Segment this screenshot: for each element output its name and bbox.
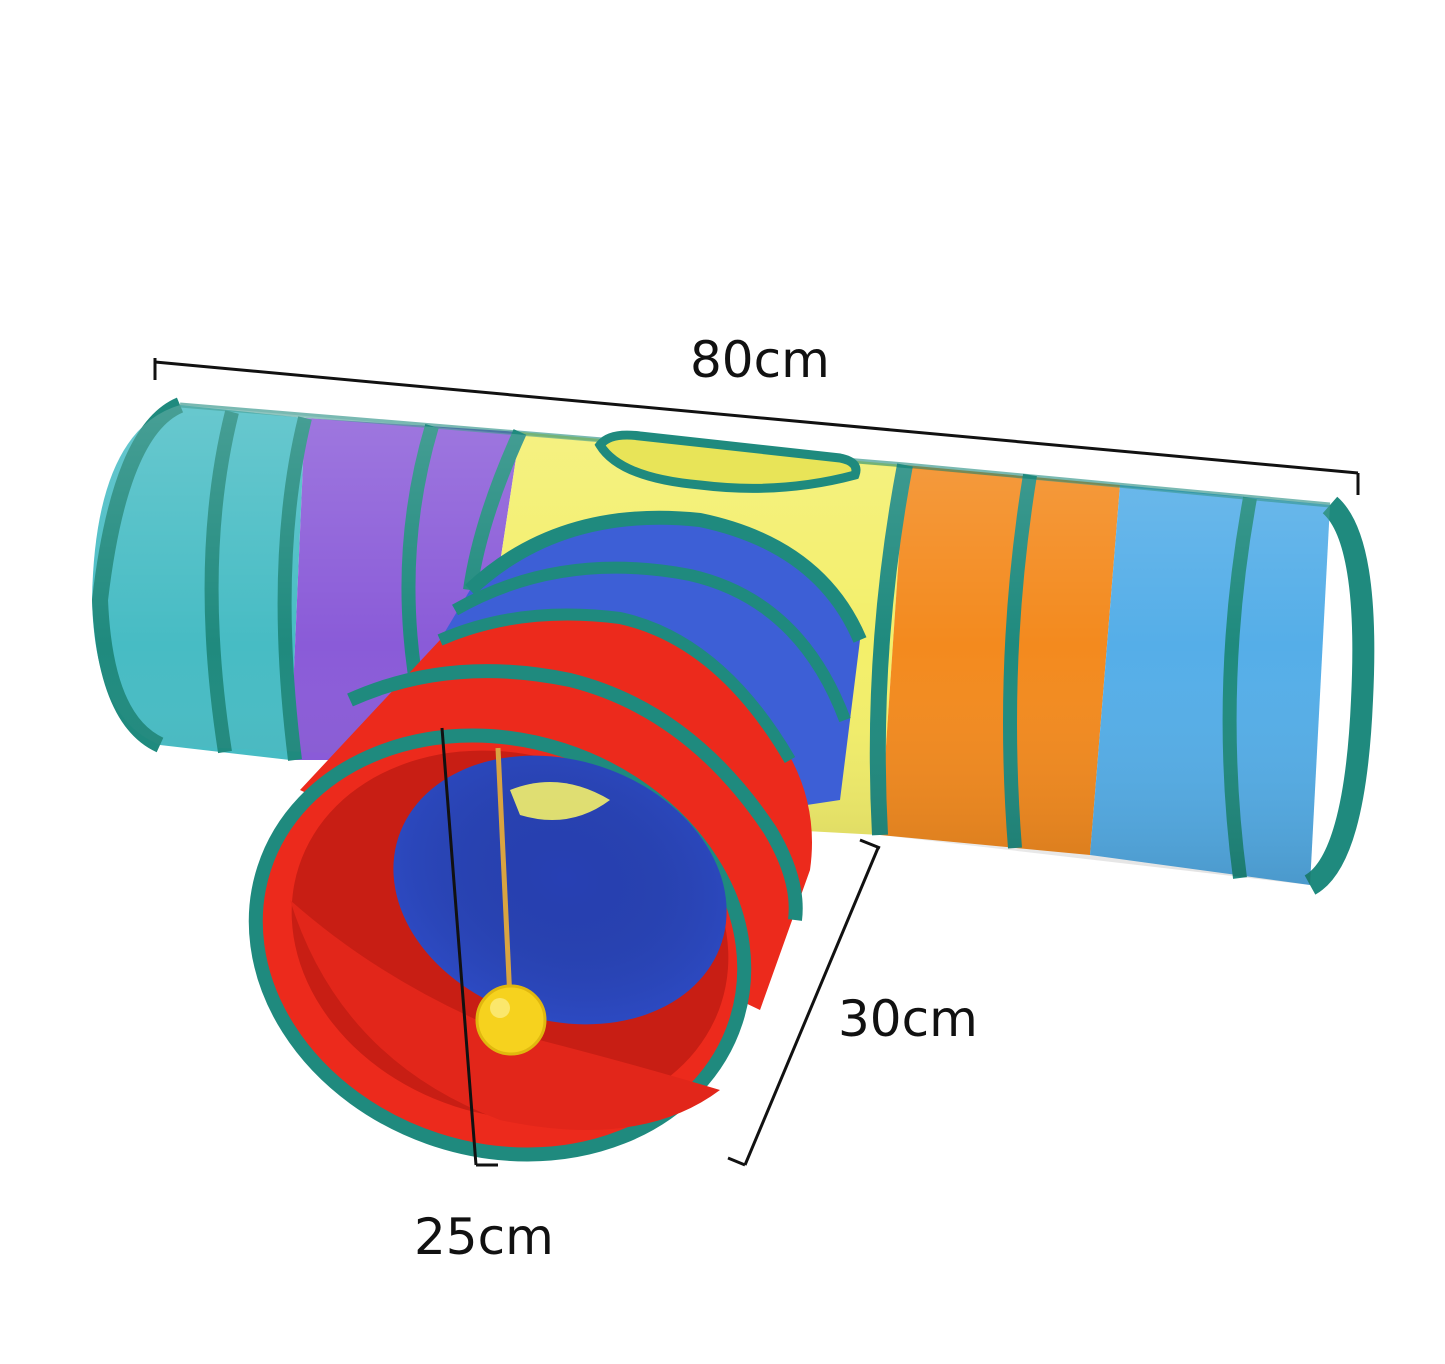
trim-ring [1303, 496, 1375, 895]
toy-string [495, 747, 513, 1001]
length-label: 80cm [690, 331, 830, 389]
dimension-length: 80cm [153, 331, 1360, 495]
toy-ball [475, 984, 547, 1056]
dimension-branch: 30cm [727, 838, 978, 1167]
trim-ring [347, 664, 803, 921]
trim-ring [452, 561, 851, 723]
branch-tunnel [248, 510, 867, 1162]
dimension-diameter: 25cm [414, 727, 554, 1266]
top-window [594, 430, 861, 493]
trim-ring [465, 510, 867, 643]
branch-length-label: 30cm [838, 990, 978, 1048]
diameter-label: 25cm [414, 1208, 554, 1266]
trim-ring [437, 608, 796, 764]
